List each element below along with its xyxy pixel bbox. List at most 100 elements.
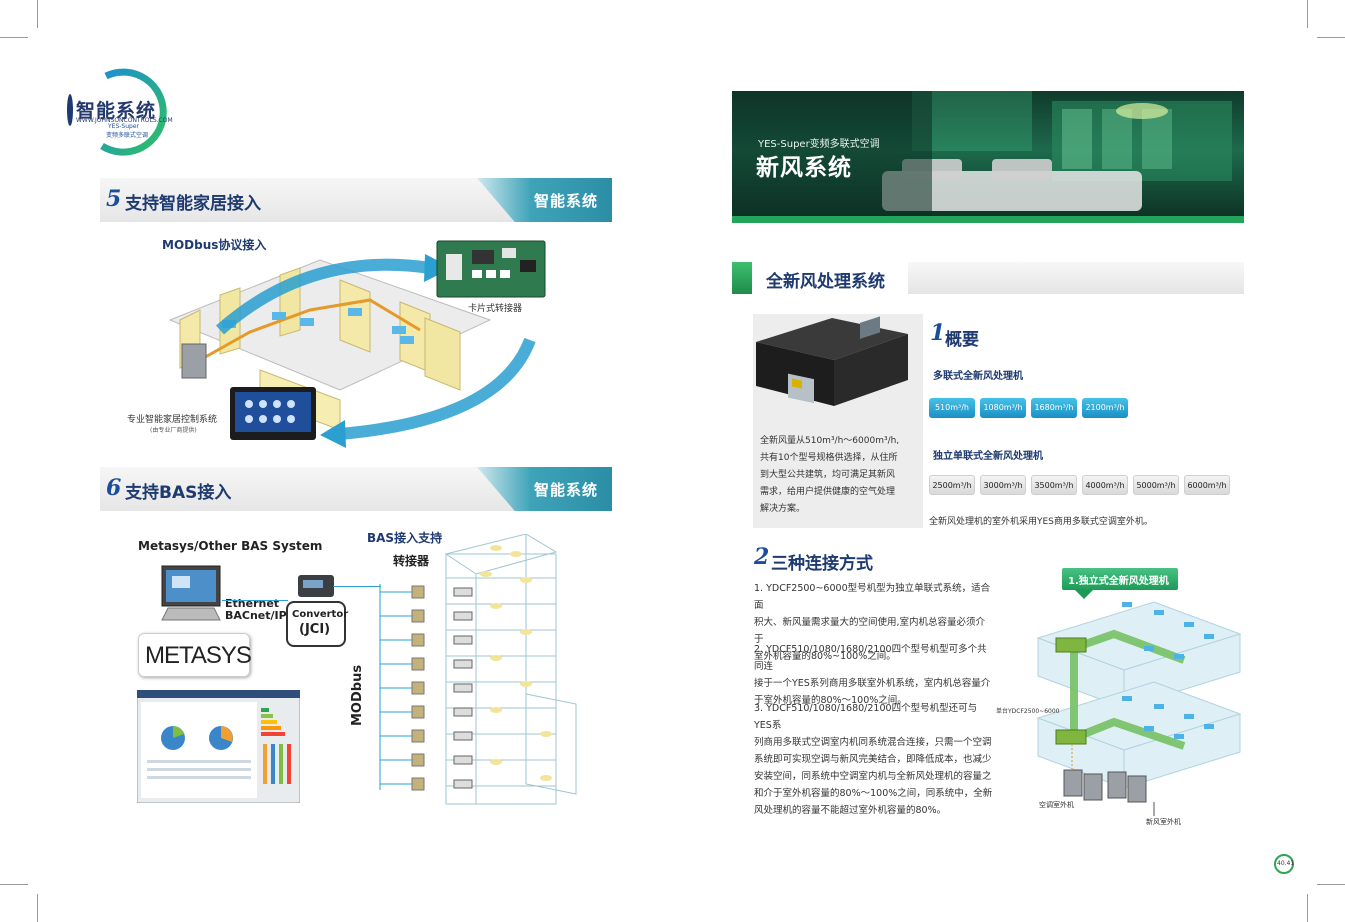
single-unit-title: 独立单联式全新风处理机 (933, 451, 1043, 462)
bas-system-label: Metasys/Other BAS System (138, 539, 323, 553)
paragraph-line: 风处理机的容量不能超过室外机容量的80%。 (754, 805, 947, 816)
bas-software-screenshot (137, 690, 300, 803)
bacnet-label: BACnet/IP (225, 609, 287, 622)
capacity-pill: 1680m³/h (1031, 398, 1077, 418)
panel-sublabel: (由专业厂商提供) (150, 427, 197, 434)
capacity-pill: 3500m³/h (1031, 475, 1077, 495)
capacity-pill: 3000m³/h (980, 475, 1026, 495)
fresh-air-building-diagram (1036, 601, 1242, 816)
capacity-pill: 510m³/h (929, 398, 975, 418)
jci-label: (JCI) (299, 622, 331, 637)
computer-icon (161, 565, 221, 621)
crop-mark (0, 37, 28, 38)
crop-mark (37, 894, 38, 922)
connection-number: 2 (754, 544, 770, 570)
bas-support-label: BAS接入支持 (367, 531, 443, 545)
hero-accent-strip (732, 216, 1244, 223)
section-5-header: 5 支持智能家居接入 智能系统 (100, 178, 612, 222)
metasys-logo (138, 633, 250, 677)
connection-line (222, 600, 288, 601)
hero-banner: YES-Super变频多联式空调 新风系统 (732, 91, 1244, 223)
crop-mark (1317, 37, 1345, 38)
crop-mark (1307, 894, 1308, 922)
page-number: 40.41 (1277, 860, 1295, 867)
connection-line (333, 586, 381, 587)
description-line: 全新风量从510m³/h～6000m³/h, (760, 436, 900, 446)
hero-subtitle: YES-Super变频多联式空调 (758, 139, 880, 150)
hero-title: 新风系统 (756, 155, 852, 181)
outdoor-unit-note: 全新风处理机的室外机采用YES商用多联式空调室外机。 (929, 517, 1153, 527)
panel-label: 专业智能家居控制系统 (127, 415, 218, 425)
overview-number: 1 (930, 320, 946, 346)
section-title: 全新风处理系统 (766, 272, 885, 292)
converter-label: 转接器 (393, 554, 430, 568)
capacity-pill: 2100m³/h (1082, 398, 1128, 418)
building-diagram (379, 534, 577, 805)
section-accent (732, 262, 752, 294)
modbus-vertical-label: MODbus (350, 664, 365, 726)
paragraph-line: 积大、新风量需求量大的空间使用,室内机总容量必须介于 (754, 617, 986, 645)
logo-subtitle: YES-Super (108, 123, 140, 130)
crop-mark (37, 0, 38, 28)
fresh-air-section-header: 全新风处理系统 (732, 262, 1244, 294)
diagram-title: 1.独立式全新风处理机 (1068, 576, 1169, 587)
overview-title: 概要 (945, 330, 979, 350)
logo-ring-icon (67, 68, 167, 156)
capacity-pill: 5000m³/h (1133, 475, 1179, 495)
product-description: 全新风量从510m³/h～6000m³/h, 共有10个型号规格供选择，从住所 … (760, 433, 920, 518)
converter-device-icon (298, 575, 334, 597)
paragraph-line: 和介于室外机容量的80%～100%之间，同系统中，全新 (754, 788, 993, 799)
paragraph-line: 于室外机容量的80%～100%之间。 (754, 695, 907, 706)
metasys-logo-text: METASYS (145, 642, 252, 669)
paragraph-line: 安装空间，同系统中空调室内机与全新风处理机的容量之 (754, 771, 992, 782)
capacity-pill: 6000m³/h (1184, 475, 1230, 495)
card-adapter-label: 卡片式转接器 (468, 304, 523, 314)
description-line: 需求，给用户提供健康的空气处理 (760, 487, 896, 497)
diagram-title-tab (1062, 568, 1178, 590)
capacity-pill: 1080m³/h (980, 398, 1026, 418)
living-room-image (732, 91, 1232, 223)
fresh-air-unit-image (756, 316, 908, 406)
multi-unit-title: 多联式全新风处理机 (933, 371, 1023, 382)
connection-paragraph-3: 3. YDCF510/1080/1680/2100四个型号机型还可与YES系 列… (754, 700, 994, 819)
modbus-label: MODbus协议接入 (162, 238, 267, 252)
section-band (908, 262, 1244, 294)
tab-pointer-icon (1074, 589, 1094, 599)
logo-title: 智能系统 (76, 100, 157, 122)
paragraph-line: 接于一个YES系列商用多联室外机系统，室内机总容量介 (754, 678, 991, 689)
smart-panel-icon (230, 387, 316, 440)
section-tab-label: 智能系统 (533, 192, 598, 210)
capacity-pill: 4000m³/h (1082, 475, 1128, 495)
section-tab-label: 智能系统 (533, 481, 598, 499)
description-line: 解决方案。 (760, 504, 806, 514)
paragraph-line: 列商用多联式空调室内机同系统混合连接，只需一个空调 (754, 737, 992, 748)
section-title: 支持智能家居接入 (125, 194, 261, 214)
section-6-header: 6 支持BAS接入 智能系统 (100, 467, 612, 511)
paragraph-line: 1. YDCF2500~6000型号机型为独立单联式系统，适合面 (754, 583, 991, 611)
connection-paragraph-2: 2. YDCF510/1080/1680/2100四个型号机型可多个共同连 接于… (754, 641, 994, 709)
paragraph-line: 系统即可实现空调与新风完美结合，即降低成本，也减少 (754, 754, 992, 765)
connection-paragraph-1: 1. YDCF2500~6000型号机型为独立单联式系统，适合面 积大、新风量需… (754, 580, 994, 665)
description-line: 共有10个型号规格供选择，从住所 (760, 453, 898, 463)
description-line: 到大型公共建筑，均可满足其新风 (760, 470, 896, 480)
crop-mark (1317, 884, 1345, 885)
capacity-pill: 2500m³/h (929, 475, 975, 495)
section-title: 支持BAS接入 (125, 483, 232, 503)
section-number: 5 (106, 186, 122, 212)
outdoor-ac-label: 空调室外机 (1039, 801, 1074, 809)
convertor-label: Convertor (292, 609, 349, 620)
paragraph-line: 室外机容量的80%~100%之间。 (754, 651, 896, 662)
section-number: 6 (106, 475, 122, 501)
connection-title: 三种连接方式 (771, 554, 873, 574)
paragraph-line: 2. YDCF510/1080/1680/2100四个型号机型可多个共同连 (754, 644, 987, 672)
card-adapter-icon (436, 240, 546, 298)
convertor-box (286, 601, 346, 647)
unit-model-label: 单台YDCF2500~6000 (996, 708, 1060, 715)
outdoor-fresh-label: 新风室外机 (1146, 818, 1181, 826)
paragraph-line: 3. YDCF510/1080/1680/2100四个型号机型还可与YES系 (754, 703, 978, 731)
logo-url: WWW.JOHNSONCONTROLS.COM (76, 117, 173, 124)
crop-mark (1307, 0, 1308, 28)
logo-subtitle: 变频多联式空调 (106, 132, 149, 139)
crop-mark (0, 884, 28, 885)
page-number-circle (1274, 854, 1294, 874)
